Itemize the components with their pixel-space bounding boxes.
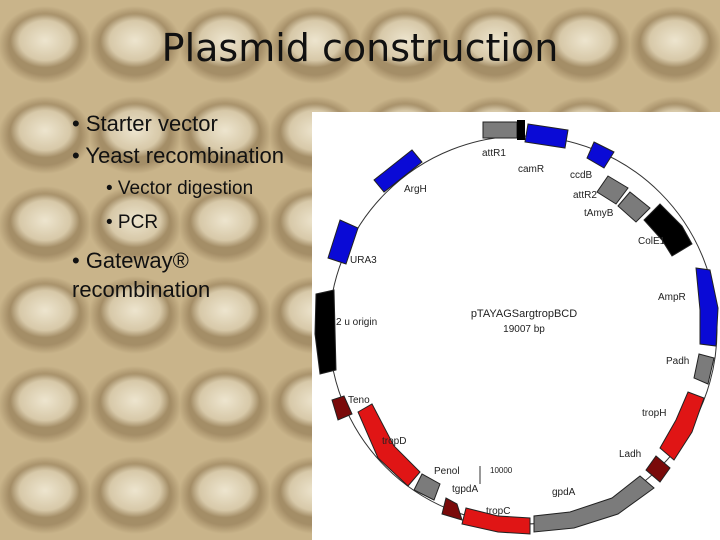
feature-ampr: [695, 267, 719, 347]
plasmid-name: pTAYAGSargtropBCD: [471, 308, 577, 320]
feature-padh: [693, 353, 715, 385]
label-gpda: gpdA: [552, 487, 576, 498]
feature-ladh: [645, 455, 671, 483]
feature-penol: [413, 473, 441, 501]
label-2u-origin: 2 u origin: [336, 317, 377, 328]
feature-tgpda: [441, 497, 463, 521]
bullet-vector-digestion: • Vector digestion: [106, 178, 254, 199]
label-padh: Padh: [666, 356, 689, 367]
feature-tropc: [461, 507, 531, 535]
feature-tamyb: [617, 191, 651, 223]
slide-title: Plasmid construction: [161, 26, 559, 70]
feature-tropd: [357, 403, 421, 487]
label-tamyb: tAmyB: [584, 208, 614, 219]
label-argh: ArgH: [404, 184, 427, 195]
feature-attr1-marker: [517, 120, 525, 140]
feature-2u-origin: [314, 289, 337, 375]
feature-argh: [373, 149, 423, 193]
feature-ccdb: [586, 141, 615, 169]
plasmid-map: attR1 camR ccdB attR2 tAmyB ColE1 AmpR P…: [312, 112, 720, 540]
label-ura3: URA3: [350, 255, 377, 266]
feature-attr1: [482, 121, 518, 139]
bullet-pcr: • PCR: [106, 212, 159, 233]
label-tgpda: tgpdA: [452, 484, 478, 495]
feature-teno: [331, 395, 353, 421]
label-ampr: AmpR: [658, 292, 686, 303]
label-tick-10000: 10000: [490, 466, 513, 475]
feature-troph: [659, 391, 705, 461]
label-tropc: tropC: [486, 506, 510, 517]
feature-attr2: [596, 175, 629, 205]
label-teno: Teno: [348, 395, 370, 406]
bullet-gateway-recombination: • Gateway® recombination: [72, 248, 211, 302]
plasmid-size: 19007 bp: [503, 324, 545, 335]
bullet-list: • Starter vector • Yeast recombination •…: [72, 108, 284, 304]
feature-gpda: [533, 475, 655, 533]
label-ladh: Ladh: [619, 449, 641, 460]
label-attr2: attR2: [573, 190, 597, 201]
label-cole1: ColE1: [638, 236, 666, 247]
feature-camr: [524, 123, 569, 149]
bullet-starter-vector: • Starter vector: [72, 111, 218, 136]
label-troph: tropH: [642, 408, 666, 419]
label-camr: camR: [518, 164, 544, 175]
plasmid-map-svg: attR1 camR ccdB attR2 tAmyB ColE1 AmpR P…: [314, 120, 719, 535]
label-attr1: attR1: [482, 148, 506, 159]
label-penol: Penol: [434, 466, 460, 477]
bullet-yeast-recombination: • Yeast recombination: [72, 143, 284, 168]
feature-cole1: [643, 203, 693, 257]
label-tropd: tropD: [382, 436, 406, 447]
label-ccdb: ccdB: [570, 170, 593, 181]
feature-ura3: [327, 219, 359, 265]
